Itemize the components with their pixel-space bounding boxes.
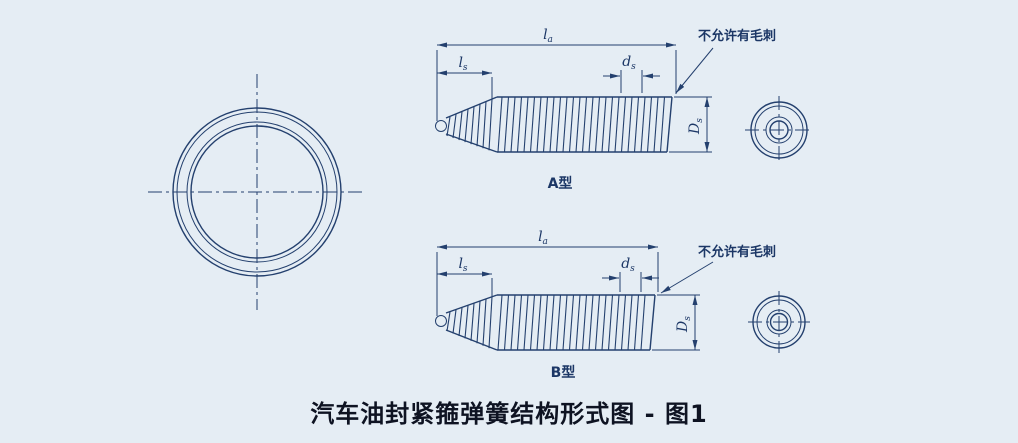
spring-a-body-coils [497, 96, 666, 153]
coil-line [503, 294, 510, 351]
spring-type-a: la ls ds 不允许有毛刺 Ds A型 [435, 27, 776, 192]
coil-line [562, 96, 568, 153]
end-view-b [748, 291, 810, 353]
coil-line [503, 96, 510, 153]
dim-label-overall-length-b: la [538, 229, 548, 247]
coil-line [446, 311, 451, 332]
spring-b-cut-end [649, 294, 656, 351]
coil-line [542, 294, 549, 351]
coil-line [458, 111, 463, 141]
coil-line [464, 109, 469, 143]
coil-line [633, 96, 640, 153]
coil-line [470, 303, 475, 341]
coil-line [510, 96, 516, 153]
coil-line [482, 101, 487, 149]
coil-line [627, 294, 633, 351]
coil-line [568, 294, 575, 351]
coil-line [529, 96, 536, 153]
coil-line [588, 96, 594, 153]
coil-line [452, 114, 457, 139]
leader-line-no-burr-b [660, 261, 714, 294]
coil-line [575, 96, 581, 153]
coil-line [594, 294, 601, 351]
coil-line [464, 305, 469, 339]
note-no-burr-b: 不允许有毛刺 [698, 244, 776, 260]
coil-line [446, 116, 451, 137]
coil-line [627, 96, 633, 153]
coil-line [555, 96, 562, 153]
coil-line [601, 96, 607, 153]
end-view-a [745, 96, 813, 164]
coil-line [640, 294, 646, 351]
coil-line [536, 96, 542, 153]
coil-line [549, 96, 555, 153]
view-label-type-a: A型 [548, 175, 573, 192]
coil-line [529, 294, 536, 351]
coil-line [620, 294, 627, 351]
coil-line [523, 96, 529, 153]
ring-front-view [148, 74, 366, 310]
note-no-burr-a: 不允许有毛刺 [698, 28, 776, 44]
coil-line [614, 96, 620, 153]
coil-line [523, 294, 529, 351]
coil-line [633, 294, 640, 351]
spring-b-body-coils [497, 294, 646, 351]
coil-line [488, 98, 493, 151]
coil-line [497, 294, 503, 351]
figure-caption: 汽车油封紧箍弹簧结构形式图 - 图1 [310, 400, 708, 428]
dim-label-end-length-a: ls [458, 55, 467, 73]
coil-line [640, 96, 646, 153]
end-view-b-bore-circle [769, 312, 789, 332]
coil-line [476, 104, 481, 147]
coil-line [536, 294, 542, 351]
coil-line [581, 294, 588, 351]
coil-line [555, 294, 562, 351]
coil-line [620, 96, 627, 153]
coil-line [452, 309, 457, 334]
coil-line [549, 294, 555, 351]
coil-line [614, 294, 620, 351]
coil-line [516, 96, 523, 153]
coil-line [575, 294, 581, 351]
dim-label-outer-dia-a: Ds [687, 118, 705, 135]
coil-line [470, 106, 475, 145]
dim-label-overall-length-a: la [543, 27, 553, 45]
coil-line [581, 96, 588, 153]
coil-line [458, 307, 463, 336]
coil-line [607, 294, 614, 351]
coil-line [594, 96, 601, 153]
coil-line [646, 96, 653, 153]
spring-b-taper-coils [446, 296, 493, 349]
spring-a-taper-top [445, 96, 498, 119]
dim-label-end-length-b: ls [458, 256, 467, 274]
coil-line [659, 96, 666, 153]
coil-line [562, 294, 568, 351]
spring-a-taper-coils [446, 98, 493, 151]
coil-line [488, 296, 493, 349]
coil-line [476, 301, 481, 344]
dim-label-wire-dia-a: ds [622, 54, 636, 72]
coil-line [653, 96, 659, 153]
view-label-type-b: B型 [551, 364, 576, 381]
coil-line [497, 96, 503, 153]
dim-label-outer-dia-b: Ds [675, 316, 693, 333]
spring-a-cut-end [666, 96, 673, 153]
coil-line [588, 294, 594, 351]
coil-line [601, 294, 607, 351]
coil-line [568, 96, 575, 153]
coil-line [482, 298, 487, 346]
spring-b-taper-top [445, 294, 498, 314]
spring-type-b: la ls ds 不允许有毛刺 Ds B型 [435, 229, 776, 381]
spring-a-end-hook [435, 120, 447, 132]
spring-b-end-hook [435, 315, 447, 327]
leader-line-no-burr-a [675, 47, 714, 94]
coil-line [516, 294, 523, 351]
coil-line [510, 294, 516, 351]
coil-line [607, 96, 614, 153]
coil-line [542, 96, 549, 153]
dim-label-wire-dia-b: ds [621, 256, 635, 274]
